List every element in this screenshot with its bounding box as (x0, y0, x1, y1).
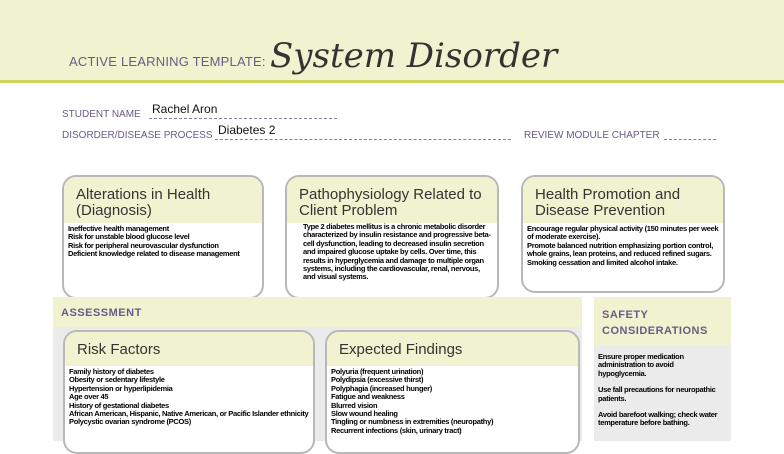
list-item: Ineffective health management (68, 224, 169, 233)
page-title: System Disorder (270, 36, 558, 76)
list-item: Tingling or numbness in extremities (neu… (331, 417, 494, 427)
student-name-label: STUDENT NAME (62, 109, 141, 120)
list-item: Promote balanced nutrition emphasizing p… (527, 240, 714, 259)
list-item: Obesity or sedentary lifestyle (69, 375, 165, 385)
student-name-underline (149, 118, 337, 119)
list-item: Recurrent infections (skin, urinary trac… (331, 425, 462, 435)
header-band (0, 0, 784, 83)
list-item: Polycystic ovarian syndrome (PCOS) (69, 417, 191, 427)
expected-findings-title: Expected Findings (327, 332, 578, 366)
alterations-card: Alterations in Health (Diagnosis) Ineffe… (62, 175, 264, 299)
review-module-label: REVIEW MODULE CHAPTER (524, 130, 660, 141)
list-item: Blurred vision (331, 400, 378, 410)
list-item: Use fall precautions for neuropathic pat… (598, 385, 716, 403)
list-item: Deficient knowledge related to disease m… (68, 249, 240, 259)
health-promotion-list: Encourage regular physical activity (150… (523, 223, 723, 269)
list-item: Family history of diabetes (69, 367, 154, 376)
list-item: History of gestational diabetes (69, 400, 169, 410)
student-name-field[interactable]: Rachel Aron (152, 102, 218, 116)
list-item: Risk for peripheral neurovascular dysfun… (68, 240, 219, 250)
list-item: Risk for unstable blood glucose level (68, 232, 190, 242)
list-item: Polyphagia (increased hunger) (331, 383, 432, 393)
list-item: Age over 45 (69, 392, 109, 402)
safety-panel: SAFETY CONSIDERATIONS Ensure proper medi… (594, 297, 731, 441)
review-module-field[interactable] (664, 139, 716, 140)
disorder-field[interactable]: Diabetes 2 (218, 123, 276, 137)
list-item: Ensure proper medication administration … (598, 352, 684, 378)
list-item: Smoking cessation and limited alcohol in… (527, 257, 678, 267)
safety-list: Ensure proper medication administration … (594, 352, 731, 428)
pathophysiology-card: Pathophysiology Related to Client Proble… (285, 175, 499, 299)
list-item: Fatigue and weakness (331, 392, 405, 402)
health-promotion-title: Health Promotion and Disease Prevention (523, 177, 723, 223)
list-item: Encourage regular physical activity (150… (527, 224, 719, 242)
list-item: Avoid barefoot walking; check water temp… (598, 410, 718, 428)
alterations-title: Alterations in Health (Diagnosis) (64, 177, 262, 223)
expected-findings-list: Polyuria (frequent urination)Polydipsia … (327, 366, 578, 437)
disorder-label: DISORDER/DISEASE PROCESS (62, 130, 213, 141)
disorder-underline (215, 139, 511, 140)
pathophysiology-title: Pathophysiology Related to Client Proble… (287, 177, 497, 223)
safety-title: SAFETY CONSIDERATIONS (594, 297, 731, 345)
risk-factors-title: Risk Factors (65, 332, 313, 366)
list-item: Slow wound healing (331, 409, 398, 419)
list-item: Hypertension or hyperlipidemia (69, 383, 173, 393)
list-item: Polyuria (frequent urination) (331, 367, 424, 376)
health-promotion-card: Health Promotion and Disease Prevention … (521, 175, 725, 293)
template-label: ACTIVE LEARNING TEMPLATE: (69, 54, 266, 69)
assessment-title: ASSESSMENT (53, 297, 582, 327)
list-item: Polydipsia (excessive thirst) (331, 375, 424, 385)
pathophysiology-text: Type 2 diabetes mellitus is a chronic me… (303, 222, 491, 282)
expected-findings-card: Expected Findings Polyuria (frequent uri… (325, 330, 580, 454)
list-item: African American, Hispanic, Native Ameri… (69, 409, 309, 419)
